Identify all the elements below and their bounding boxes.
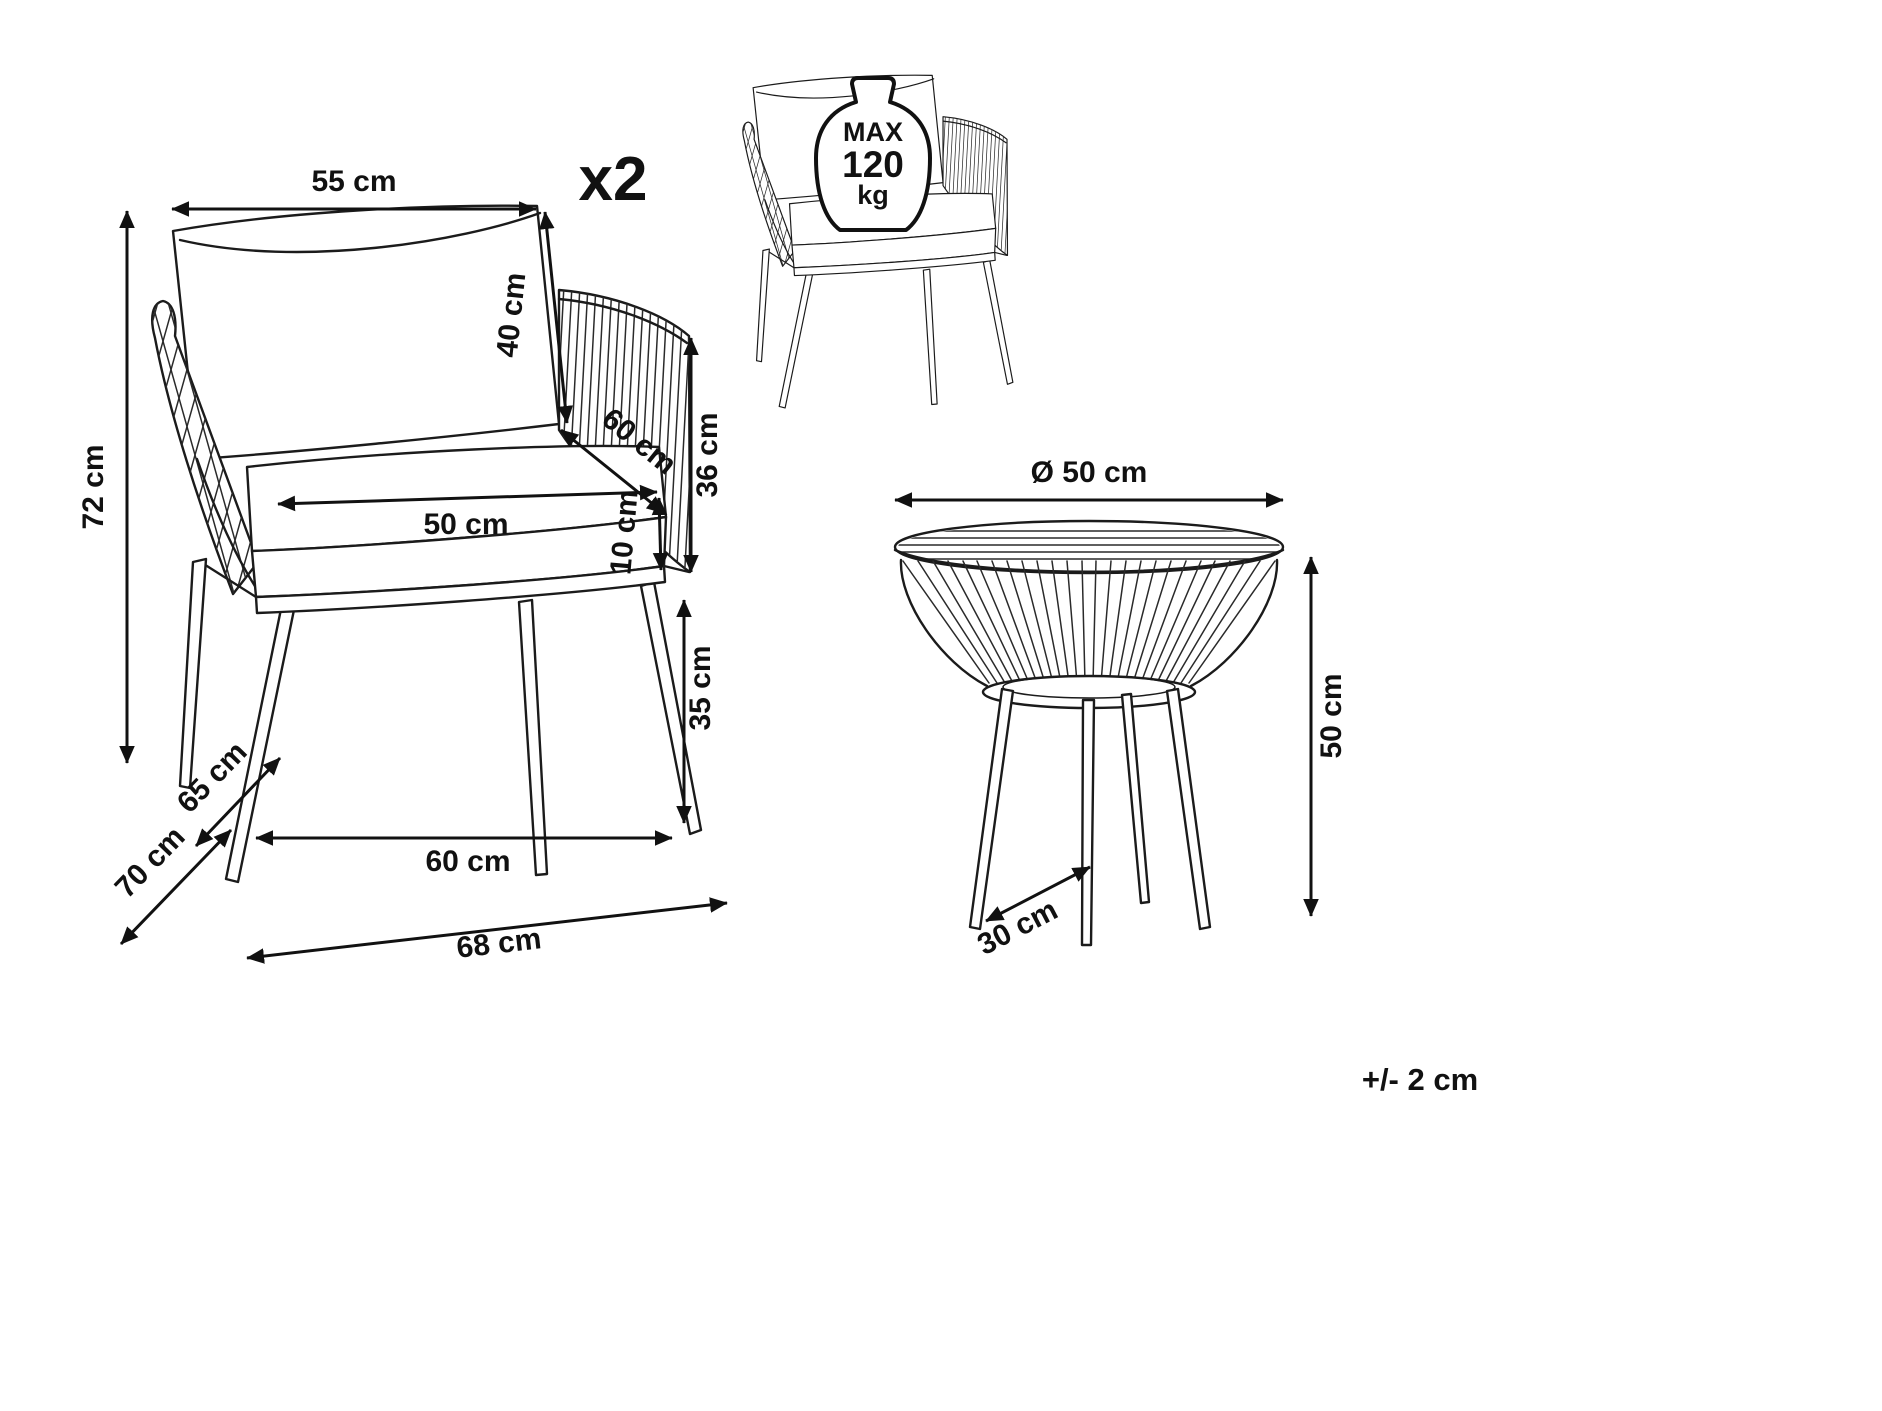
side-table-drawing xyxy=(893,519,1285,947)
dim-armrest-height-label: 36 cm xyxy=(691,412,724,497)
left-armrest-panel xyxy=(151,299,260,596)
tabletop-grain xyxy=(898,530,1280,560)
basket-side-right xyxy=(1189,558,1279,688)
dim-cushion-thickness: 10 cm xyxy=(604,488,669,576)
max-load-text-3: kg xyxy=(857,180,889,210)
dim-table-height-label: 50 cm xyxy=(1315,673,1348,758)
max-load-text-2: 120 xyxy=(842,144,904,185)
dim-backrest-height: 40 cm xyxy=(491,211,573,424)
chair-leg-back-right xyxy=(517,598,549,877)
basket-side-left xyxy=(899,558,989,688)
dim-seat-width: 50 cm xyxy=(277,484,658,541)
dim-line xyxy=(985,865,1091,923)
dim-line xyxy=(277,484,658,512)
dim-back-width-label: 55 cm xyxy=(311,165,396,198)
max-weight-icon: MAX 120 kg xyxy=(814,76,932,232)
dim-front-width-label: 60 cm xyxy=(425,845,510,878)
dim-overall-width: 68 cm xyxy=(246,897,728,965)
weight-outline xyxy=(814,76,932,232)
dim-overall-height: 72 cm xyxy=(77,210,135,764)
dim-line xyxy=(539,211,573,424)
dim-line xyxy=(119,828,233,946)
max-load-text-1: MAX xyxy=(843,117,903,147)
dim-line xyxy=(651,497,669,571)
tabletop-edge xyxy=(893,548,1285,573)
table-leg-left xyxy=(968,687,1015,931)
dim-cushion-thickness-label: 10 cm xyxy=(604,488,644,576)
tolerance-note: +/- 2 cm xyxy=(1362,1062,1478,1097)
dim-seat-height: 35 cm xyxy=(676,599,717,824)
basket-spindles xyxy=(902,560,1276,684)
max-load-figure: MAX 120 kg xyxy=(702,75,1012,408)
table-leg-right xyxy=(1165,687,1212,931)
quantity-badge: x2 xyxy=(579,145,648,214)
dim-table-leg-spread: 30 cm xyxy=(972,865,1091,962)
seat-frame-band xyxy=(254,564,667,615)
dim-table-height: 50 cm xyxy=(1303,556,1348,917)
dim-table-diameter-label: Ø 50 cm xyxy=(1031,456,1148,489)
dim-front-width: 60 cm xyxy=(255,830,673,878)
dim-overall-width-label: 68 cm xyxy=(455,922,543,965)
dim-table-diameter: Ø 50 cm xyxy=(894,456,1284,508)
dim-seat-height-label: 35 cm xyxy=(684,645,717,730)
dim-overall-height-label: 72 cm xyxy=(77,444,110,529)
chair-leg-back-left xyxy=(178,557,208,790)
dim-back-width: 55 cm xyxy=(171,165,537,217)
right-armrest-rail xyxy=(557,297,689,345)
table-leg-back xyxy=(1120,692,1151,905)
back-cushion-seam xyxy=(178,211,542,254)
dim-line xyxy=(246,897,728,964)
table-leg-center xyxy=(1080,698,1096,947)
dim-overall-depth-label: 70 cm xyxy=(109,820,192,904)
left-side-frame xyxy=(195,457,260,593)
dim-overall-depth: 70 cm xyxy=(109,820,233,946)
tabletop xyxy=(893,519,1285,575)
basket-inner-ring xyxy=(1002,675,1176,699)
dim-armrest-height: 36 cm xyxy=(683,337,724,573)
dim-seat-width-label: 50 cm xyxy=(423,508,508,541)
